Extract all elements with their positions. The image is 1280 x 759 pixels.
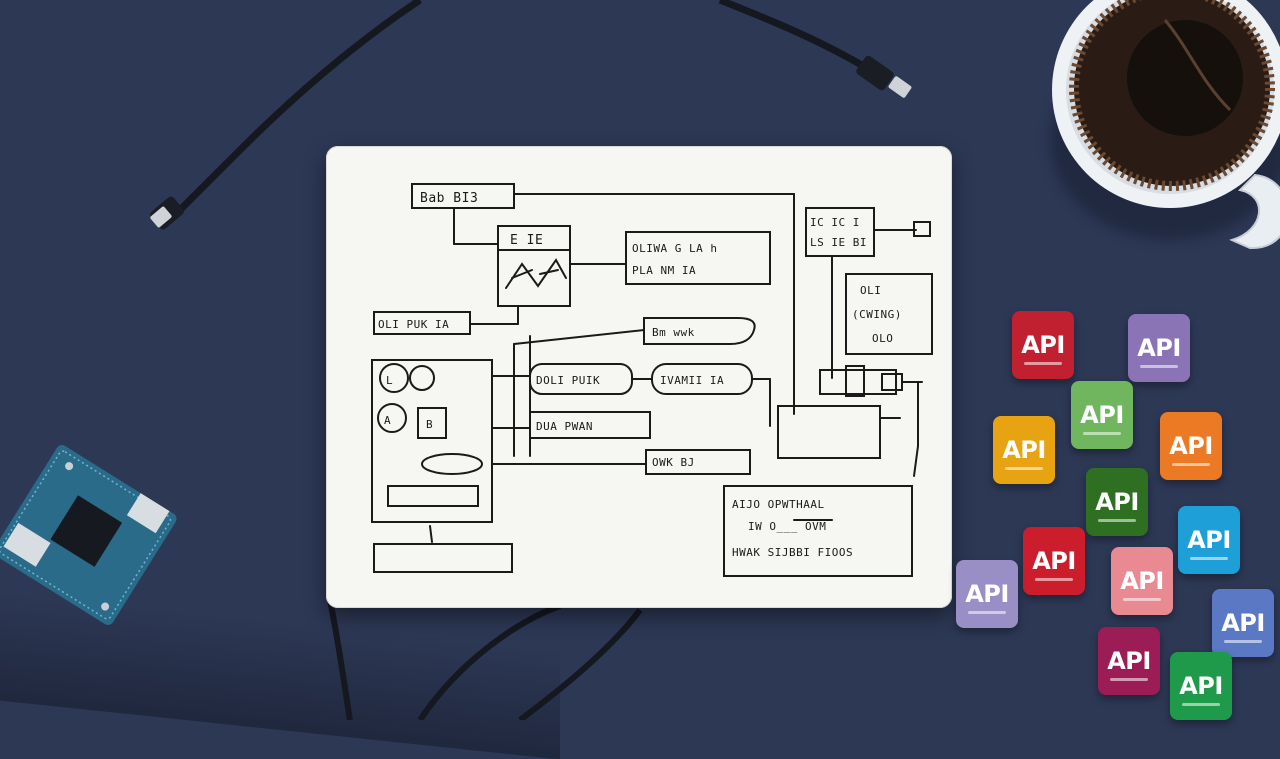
sketch-text-17: IW O___ OVM <box>748 520 826 533</box>
api-tile: API <box>1170 652 1232 720</box>
api-tile: API <box>1086 468 1148 536</box>
sketch-text-14: (CWING) <box>852 308 902 321</box>
api-tile: API <box>1178 506 1240 574</box>
sketch-text-4: PLA NM IA <box>632 264 696 277</box>
sketch-text-8: Bm wwk <box>652 326 695 339</box>
sketch-text-3: OLIWA G LA h <box>632 242 717 255</box>
api-tile: API <box>1111 547 1173 615</box>
api-tile: API <box>1160 412 1222 480</box>
cables <box>150 0 912 720</box>
api-tile: API <box>993 416 1055 484</box>
sketch-text-11: DUA PWAN <box>536 420 593 433</box>
api-tile: API <box>956 560 1018 628</box>
api-tile: API <box>1212 589 1274 657</box>
sketch-text-18: HWAK SIJBBI FIOOS <box>732 546 853 559</box>
sketch-text-6: LS IE BI <box>810 236 867 249</box>
sketch-text-16: AIJO OPWTHAAL <box>732 498 825 511</box>
sketch-text-10: IVAMII IA <box>660 374 724 387</box>
coffee-mug <box>1052 0 1280 250</box>
sketch-text-1: Bab BI3 <box>420 191 478 206</box>
api-tile: API <box>1023 527 1085 595</box>
sketch-text-5: IC IC I <box>810 216 860 229</box>
sketch-text-21: B <box>426 418 433 431</box>
sketch-text-9: DOLI PUIK <box>536 374 600 387</box>
api-tile: API <box>1071 381 1133 449</box>
sketch-text-13: OLI <box>860 284 881 297</box>
api-tile: API <box>1098 627 1160 695</box>
hand-drawn-diagram: Bab BI3 E IE OLIWA G LA h PLA NM IA IC I… <box>371 183 933 577</box>
sketch-text-12: OWK BJ <box>652 456 695 469</box>
sketch-text-19: L <box>386 374 393 387</box>
api-tile: API <box>1012 311 1074 379</box>
notebook: Bab BI3 E IE OLIWA G LA h PLA NM IA IC I… <box>326 146 952 608</box>
circuit-board <box>0 445 177 625</box>
api-tile: API <box>1128 314 1190 382</box>
sketch-text-7: OLI PUK IA <box>378 318 449 331</box>
sketch-text-20: A <box>384 414 391 427</box>
sketch-text-2: E IE <box>510 233 543 248</box>
sketch-text-15: OLO <box>872 332 893 345</box>
